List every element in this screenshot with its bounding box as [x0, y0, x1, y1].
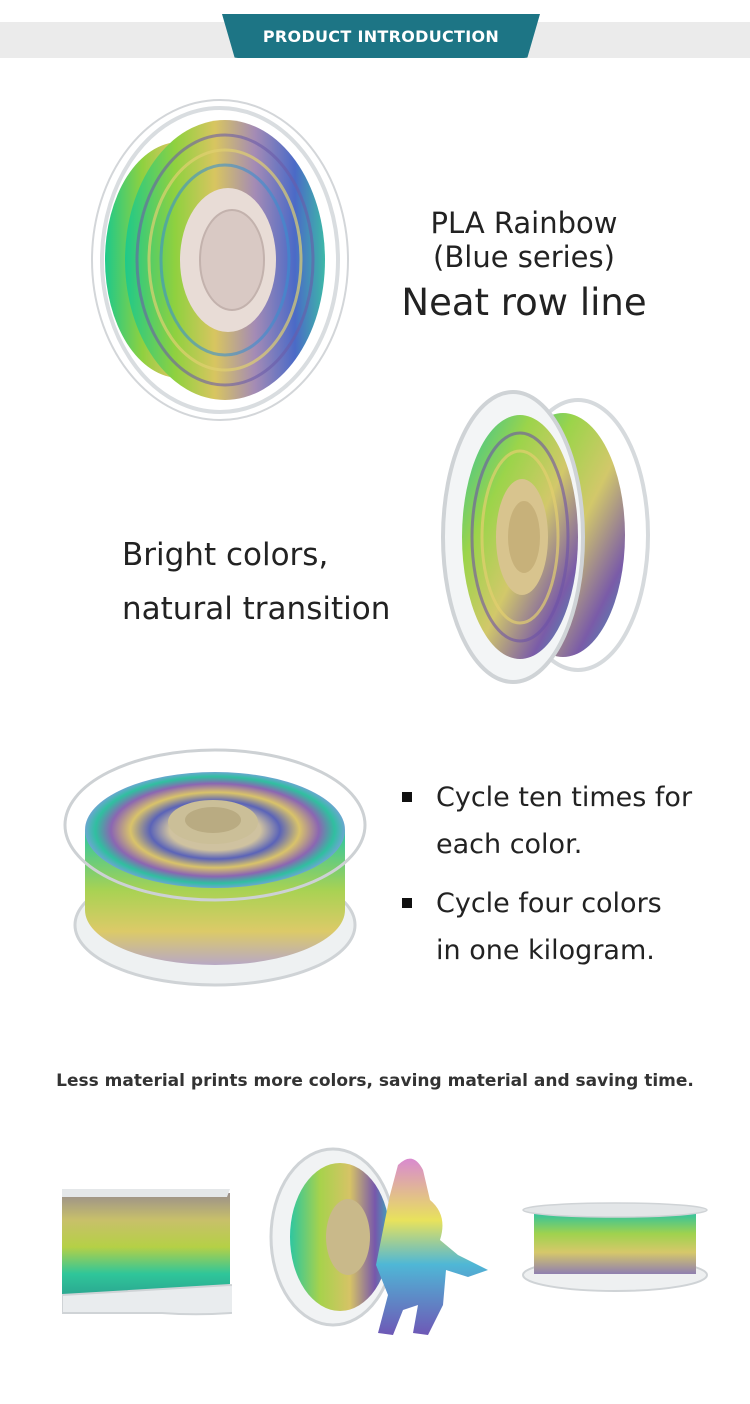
section-header-label: PRODUCT INTRODUCTION — [262, 26, 500, 46]
bullet-square-icon — [402, 792, 412, 802]
spool-image-side — [428, 385, 663, 695]
feature-bright-line2: natural transition — [122, 591, 391, 627]
feature-bright-colors: Bright colors, natural transition — [122, 528, 412, 636]
bullet-item-cycle-four: Cycle four colors in one kilogram. — [402, 880, 702, 974]
spool-image-top — [55, 730, 375, 1000]
bullet-square-icon — [402, 898, 412, 908]
product-name: PLA Rainbow — [430, 206, 618, 240]
spool-closeup-left — [62, 1185, 232, 1320]
feature-headline: Neat row line — [401, 281, 647, 324]
product-series: (Blue series) — [433, 240, 615, 274]
spool-image-front — [60, 95, 350, 435]
bullet-line: Cycle ten times for — [436, 782, 693, 813]
feature-bright-line1: Bright colors, — [122, 537, 329, 573]
tagline: Less material prints more colors, saving… — [56, 1071, 694, 1091]
bullet-line: Cycle four colors — [436, 888, 662, 919]
spool-closeup-right — [518, 1200, 713, 1295]
bullet-line: each color. — [436, 829, 583, 860]
spool-with-print-model — [258, 1145, 498, 1340]
bullet-line: in one kilogram. — [436, 935, 655, 966]
bullet-item-cycle-ten: Cycle ten times for each color. — [402, 774, 702, 868]
section-header-tab: PRODUCT INTRODUCTION — [222, 14, 540, 58]
